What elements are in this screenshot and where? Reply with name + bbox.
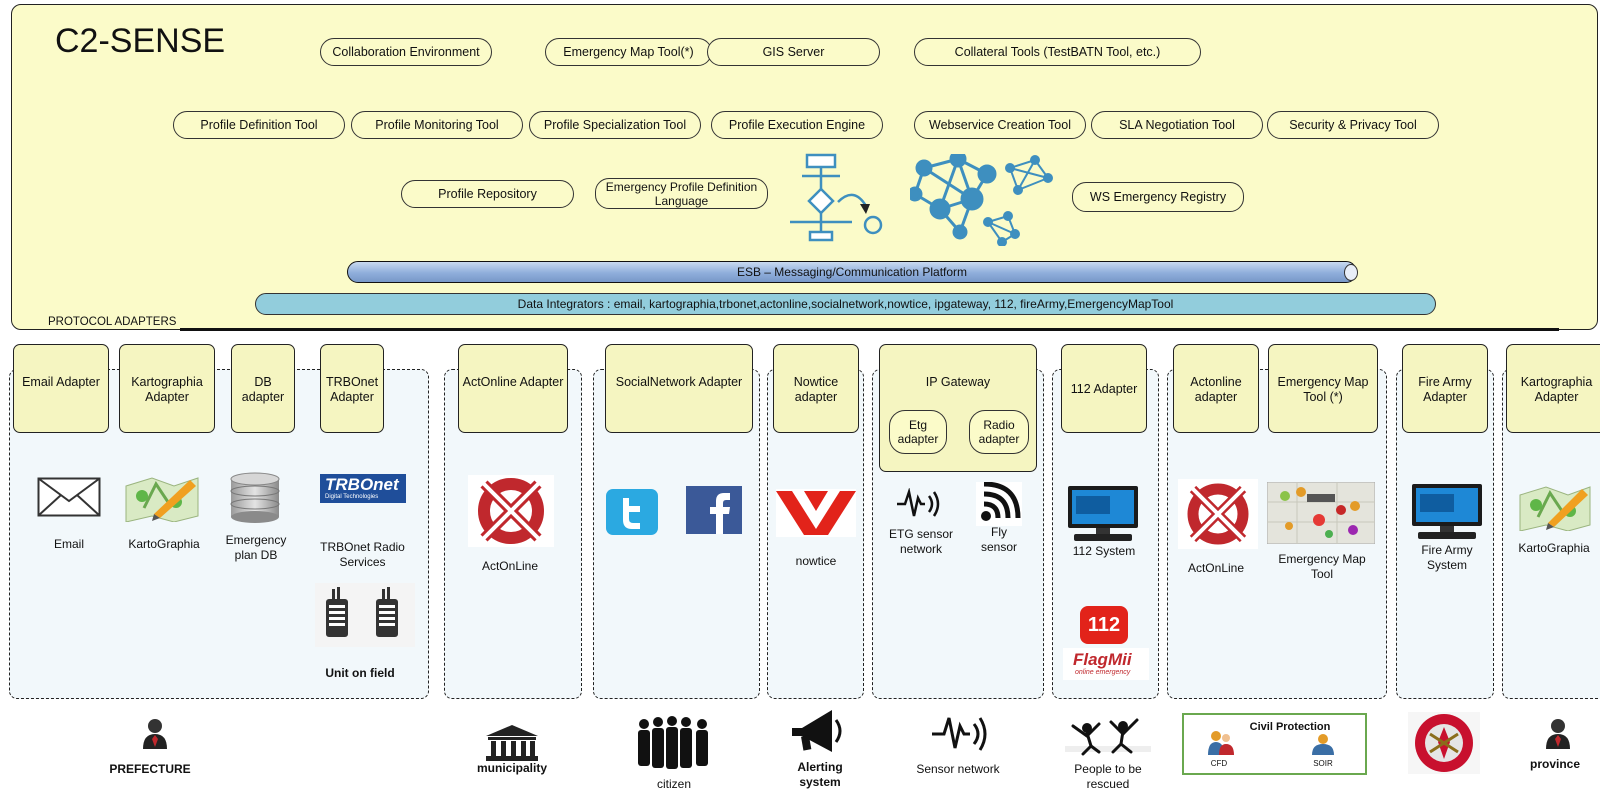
sensor-network-label: Sensor network <box>916 762 1000 776</box>
sla-negotiation-tool-box: SLA Negotiation Tool <box>1091 111 1263 139</box>
map-pins-icon-2 <box>1519 486 1591 531</box>
sensor-network-icon <box>932 717 987 751</box>
fire-army-system-label: Fire Army System <box>1421 543 1473 572</box>
wifi-signal-icon <box>976 482 1022 526</box>
trbonet-logo-icon: TRBOnet Digital Technologies <box>320 474 406 503</box>
esb-bar-cap <box>1344 264 1358 281</box>
fire-brigade-emblem-icon <box>1408 712 1480 774</box>
crowd-icon <box>638 716 708 769</box>
trbonet-radio-label: TRBOnet Radio Services <box>320 540 405 569</box>
actonline-label: ActOnLine <box>481 559 539 573</box>
security-privacy-tool-box: Security & Privacy Tool <box>1267 111 1439 139</box>
profile-execution-engine-box: Profile Execution Engine <box>711 111 883 139</box>
protocol-adapters-label: PROTOCOL ADAPTERS <box>48 316 177 328</box>
twitter-icon <box>606 489 658 535</box>
badge-112-icon: 112 <box>1080 606 1128 644</box>
system-112-label: 112 System <box>1072 544 1136 558</box>
soir-label: SOIR <box>1313 759 1333 768</box>
email-label: Email <box>53 537 84 551</box>
megaphone-icon <box>792 710 842 752</box>
gis-server-box: GIS Server <box>707 38 880 66</box>
civil-protection-label: Civil Protection <box>1249 721 1331 733</box>
badge-112-text: 112 <box>1087 613 1121 636</box>
map-pins-icon <box>125 477 199 522</box>
sensor-signal-icon <box>897 488 940 517</box>
emergency-map-tool-adapter: Emergency Map Tool (*) <box>1268 344 1378 433</box>
data-integrators-bar: Data Integrators : email, kartographia,t… <box>255 293 1436 315</box>
citizen-label: citizen <box>656 777 691 791</box>
flagmii-logo-text: FlagMii <box>1073 650 1132 669</box>
collaboration-environment-box: Collaboration Environment <box>320 38 492 66</box>
profile-specialization-tool-box: Profile Specialization Tool <box>529 111 701 139</box>
computer-monitor-icon-2 <box>1412 484 1482 539</box>
actonline-adapter: ActOnline Adapter <box>458 344 568 433</box>
etg-adapter: Etg adapter <box>889 410 947 454</box>
emergency-map-tool-label: Emergency Map Tool <box>1278 552 1366 581</box>
operator-icon <box>1312 734 1334 755</box>
kartographia-adapter: Kartographia Adapter <box>119 344 215 433</box>
actonline-label-2: ActOnLine <box>1187 561 1245 575</box>
profile-repository-box: Profile Repository <box>401 180 574 208</box>
kartographia-label: KartoGraphia <box>128 537 200 551</box>
radio-icon <box>315 583 415 647</box>
person-icon-2 <box>1546 719 1570 749</box>
person-icon <box>143 719 167 749</box>
radio-adapter: Radio adapter <box>969 410 1029 454</box>
email-adapter: Email Adapter <box>13 344 109 433</box>
esb-label: ESB – Messaging/Communication Platform <box>736 265 968 279</box>
flagmii-logo-icon: FlagMii online emergency <box>1063 648 1149 680</box>
platform-title: C2-SENSE <box>55 22 226 60</box>
flowchart-icon <box>790 153 883 242</box>
fire-army-adapter: Fire Army Adapter <box>1402 344 1488 433</box>
nowtice-adapter: Nowtice adapter <box>773 344 859 433</box>
webservice-creation-tool-box: Webservice Creation Tool <box>914 111 1086 139</box>
people-to-be-rescued-label: People to be rescued <box>1074 762 1142 791</box>
cfd-label: CFD <box>1210 759 1228 768</box>
emergency-plan-db-label: Emergency plan DB <box>225 533 287 562</box>
epdl-box: Emergency Profile Definition Language <box>595 178 768 209</box>
kartographia-adapter-2: Kartographia Adapter <box>1506 344 1600 433</box>
ws-emergency-registry-box: WS Emergency Registry <box>1072 182 1244 212</box>
province-label: province <box>1529 757 1580 771</box>
adapter-112: 112 Adapter <box>1061 344 1147 433</box>
facebook-icon <box>686 486 742 534</box>
team-icon <box>1208 731 1234 755</box>
trbonet-logo-subtext: Digital Technologies <box>325 494 379 500</box>
profile-definition-tool-box: Profile Definition Tool <box>173 111 345 139</box>
fly-sensor-label: Fly sensor <box>980 525 1018 554</box>
profile-monitoring-tool-box: Profile Monitoring Tool <box>351 111 523 139</box>
ip-gateway-label: IP Gateway <box>925 375 991 389</box>
municipality-label: municipality <box>476 761 547 775</box>
esb-platform-bar: ESB – Messaging/Communication Platform <box>347 261 1358 283</box>
prefecture-label: PREFECTURE <box>109 762 191 776</box>
data-integrators-label: Data Integrators : email, kartographia,t… <box>517 297 1174 311</box>
alerting-system-label: Alerting system <box>797 760 843 789</box>
db-adapter: DB adapter <box>231 344 295 433</box>
emergency-map-tool-box: Emergency Map Tool(*) <box>545 38 712 66</box>
building-icon <box>486 725 538 761</box>
etg-sensor-network-label: ETG sensor network <box>888 527 954 556</box>
actonline-logo-icon-2 <box>1178 479 1258 549</box>
kartographia-label-2: KartoGraphia <box>1518 541 1590 555</box>
actonline-logo-icon <box>468 475 554 547</box>
computer-monitor-icon <box>1068 486 1138 541</box>
actonline-adapter-2: Actonline adapter <box>1173 344 1259 433</box>
network-graph-icon <box>910 154 1053 246</box>
trbonet-adapter: TRBOnet Adapter <box>320 344 384 433</box>
database-icon <box>230 472 280 523</box>
rescue-people-icon <box>1065 718 1151 756</box>
nowtice-label: nowtice <box>795 554 837 568</box>
socialnetwork-adapter: SocialNetwork Adapter <box>605 344 753 433</box>
flagmii-logo-subtext: online emergency <box>1075 669 1131 676</box>
map-tool-icon <box>1267 482 1375 544</box>
civil-protection-box: Civil Protection CFD SOIR <box>1182 713 1367 775</box>
trbonet-logo-text: TRBOnet <box>325 475 399 494</box>
nowtice-logo-icon <box>776 489 856 537</box>
envelope-icon <box>37 477 101 517</box>
unit-on-field-label: Unit on field <box>325 666 395 680</box>
collateral-tools-box: Collateral Tools (TestBATN Tool, etc.) <box>914 38 1201 66</box>
protocol-adapters-line <box>180 328 1559 331</box>
